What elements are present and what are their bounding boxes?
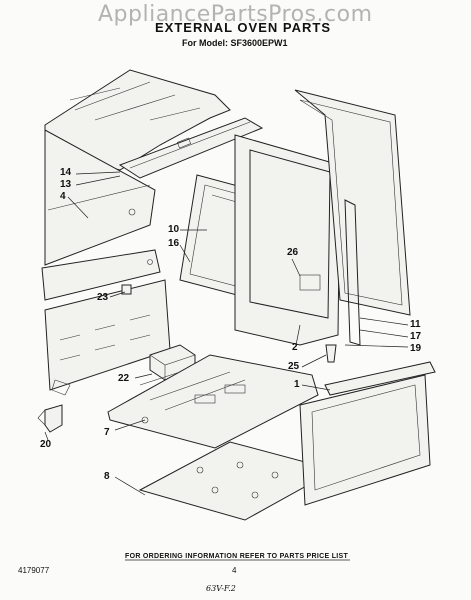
outer-door-glass bbox=[294, 89, 411, 316]
callout-22: 22 bbox=[118, 373, 130, 384]
watermark: AppliancePartsPros.com bbox=[98, 2, 373, 27]
callout-8: 8 bbox=[104, 471, 110, 482]
bottom-tray bbox=[107, 354, 319, 449]
callout-4: 4 bbox=[60, 191, 66, 202]
lower-back-panel bbox=[44, 279, 171, 396]
top-vent-panel bbox=[44, 69, 264, 179]
ordering-info-note: FOR ORDERING INFORMATION REFER TO PARTS … bbox=[125, 553, 349, 560]
callout-14: 14 bbox=[60, 167, 72, 178]
callout-11: 11 bbox=[410, 319, 421, 330]
handwritten-note: 63V-F.2 bbox=[206, 584, 236, 593]
callout-13: 13 bbox=[60, 179, 72, 190]
callout-7: 7 bbox=[104, 427, 110, 438]
callout-16: 16 bbox=[168, 238, 180, 249]
door-assembly bbox=[299, 361, 436, 506]
document-number: 4179077 bbox=[18, 566, 50, 575]
page-number: 4 bbox=[232, 566, 237, 575]
model-subtitle: For Model: SF3600EPW1 bbox=[182, 38, 288, 48]
callout-10: 10 bbox=[168, 224, 180, 235]
bracket-20 bbox=[37, 404, 63, 433]
door-frame bbox=[234, 134, 341, 346]
leveler-foot bbox=[325, 344, 337, 363]
page-title: EXTERNAL OVEN PARTS bbox=[155, 20, 331, 35]
callout-26: 26 bbox=[287, 247, 299, 258]
callout-19: 19 bbox=[410, 343, 422, 354]
callout-2: 2 bbox=[292, 342, 298, 353]
callout-17: 17 bbox=[410, 331, 422, 342]
callout-20: 20 bbox=[40, 439, 52, 450]
callout-1: 1 bbox=[294, 379, 300, 390]
left-side-panel bbox=[44, 129, 156, 266]
callout-leaders bbox=[44, 171, 409, 496]
door-seal-strip bbox=[344, 199, 361, 346]
control-panel-strip bbox=[41, 249, 161, 301]
callout-23: 23 bbox=[97, 292, 109, 303]
callout-25: 25 bbox=[288, 361, 300, 372]
